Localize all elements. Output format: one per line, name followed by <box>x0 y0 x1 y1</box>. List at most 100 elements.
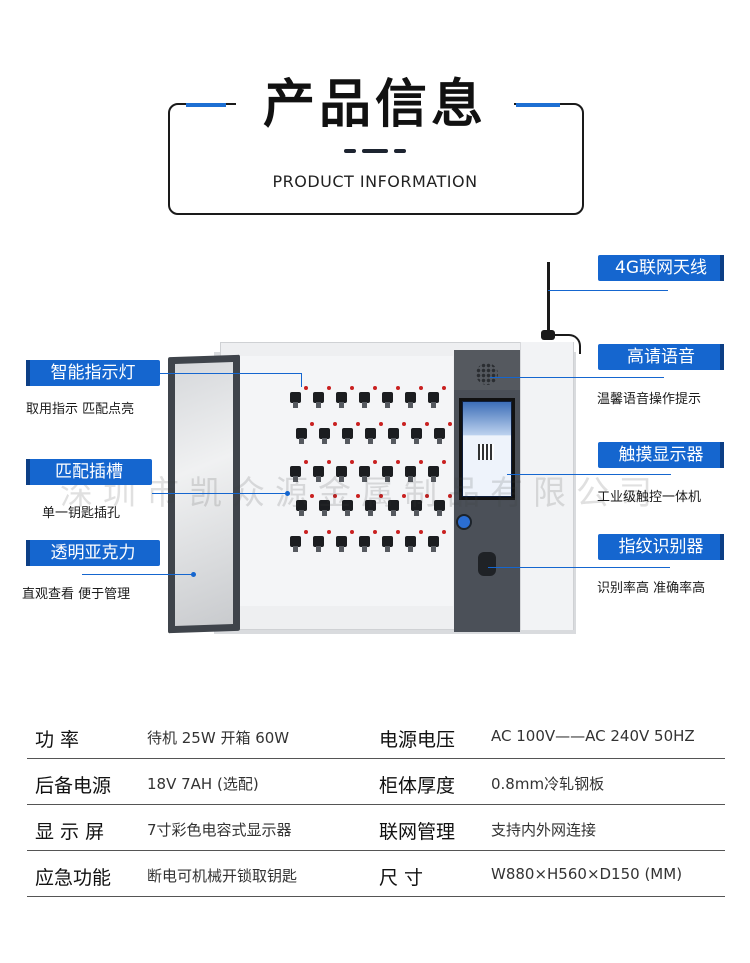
indicator-dot <box>448 422 452 426</box>
spec-value: W880×H560×D150 (MM) <box>491 865 683 883</box>
callout-desc: 单一钥匙插孔 <box>42 506 121 521</box>
watermark: 深圳市凯众源金属制品有限公司 <box>60 473 662 512</box>
title-frame-gap <box>236 80 514 130</box>
key-hook <box>336 536 347 552</box>
key-hook <box>382 536 393 552</box>
callout-label: 触摸显示器 <box>618 445 704 465</box>
key-hook <box>290 536 301 552</box>
callout-touchscreen: 触摸显示器 <box>598 442 724 468</box>
callout-label: 指纹识别器 <box>618 537 704 557</box>
spec-label: 后备电源 <box>35 775 112 797</box>
callout-bar <box>26 459 30 485</box>
callout-bar <box>720 442 724 468</box>
callout-bar <box>26 360 30 386</box>
callout-line <box>160 373 302 374</box>
spec-label: 电源电压 <box>379 729 456 751</box>
indicator-dot <box>442 460 446 464</box>
indicator-dot <box>327 530 331 534</box>
indicator-dot <box>356 494 360 498</box>
key-hook <box>428 392 439 408</box>
callout-endpoint <box>191 572 196 577</box>
key-hook <box>342 428 353 444</box>
indicator-dot <box>350 530 354 534</box>
key-hook <box>336 466 347 482</box>
callout-bar <box>26 540 30 566</box>
antenna-icon <box>547 262 550 338</box>
callout-desc: 工业级触控一体机 <box>597 490 702 505</box>
key-hook <box>382 392 393 408</box>
title-accent-right <box>516 103 560 107</box>
key-hook <box>290 392 301 408</box>
indicator-dot <box>419 460 423 464</box>
indicator-dot <box>304 386 308 390</box>
callout-indicator-light: 智能指示灯 <box>26 360 160 386</box>
indicator-dot <box>350 386 354 390</box>
spec-label: 功 率 <box>35 729 80 751</box>
key-hook <box>365 428 376 444</box>
callout-label: 高请语音 <box>627 347 695 367</box>
spec-row: 应急功能 断电可机械开锁取钥匙 尺 寸 W880×H560×D150 (MM) <box>27 851 725 897</box>
indicator-dot <box>379 494 383 498</box>
indicator-dot <box>396 460 400 464</box>
key-hook <box>342 500 353 516</box>
indicator-dot <box>350 460 354 464</box>
indicator-dot <box>419 530 423 534</box>
callout-voice: 高请语音 <box>598 344 724 370</box>
callout-line <box>152 493 288 494</box>
callout-line <box>507 474 671 475</box>
callout-label: 智能指示灯 <box>50 363 136 383</box>
indicator-dot <box>419 386 423 390</box>
callout-label: 4G联网天线 <box>615 258 707 278</box>
title-dashes <box>0 149 750 153</box>
callout-bar <box>720 255 724 281</box>
key-hook <box>388 500 399 516</box>
fingerprint-reader-icon <box>478 552 496 576</box>
key-hook <box>336 392 347 408</box>
key-hook <box>405 466 416 482</box>
indicator-dot <box>373 460 377 464</box>
indicator-dot <box>442 386 446 390</box>
keyhole-icon <box>456 514 472 530</box>
speaker-icon <box>476 363 498 385</box>
key-hook <box>382 466 393 482</box>
key-hook <box>405 536 416 552</box>
callout-fingerprint: 指纹识别器 <box>598 534 724 560</box>
key-hook <box>296 500 307 516</box>
callout-antenna: 4G联网天线 <box>598 255 724 281</box>
key-hook <box>319 428 330 444</box>
callout-line <box>301 373 302 387</box>
callout-acrylic: 透明亚克力 <box>26 540 160 566</box>
key-hook <box>313 466 324 482</box>
callout-line <box>82 574 194 575</box>
indicator-dot <box>333 494 337 498</box>
indicator-dot <box>327 460 331 464</box>
dash <box>362 149 388 153</box>
cabinet-side <box>520 342 573 630</box>
page-title: 产品信息 <box>262 75 487 135</box>
callout-bar <box>720 534 724 560</box>
indicator-dot <box>310 422 314 426</box>
key-hook <box>428 466 439 482</box>
spec-value: 待机 25W 开箱 60W <box>147 729 290 747</box>
callout-bar <box>720 344 724 370</box>
key-hook <box>411 500 422 516</box>
callout-line <box>490 377 664 378</box>
spec-row: 功 率 待机 25W 开箱 60W 电源电压 AC 100V——AC 240V … <box>27 713 725 759</box>
indicator-dot <box>402 422 406 426</box>
spec-row: 显 示 屏 7寸彩色电容式显示器 联网管理 支持内外网连接 <box>27 805 725 851</box>
dash <box>394 149 406 153</box>
spec-label: 尺 寸 <box>379 867 424 889</box>
callout-desc: 直观查看 便于管理 <box>22 587 131 602</box>
spec-label: 联网管理 <box>379 821 456 843</box>
key-hook <box>434 500 445 516</box>
antenna-cable <box>555 334 581 354</box>
indicator-dot <box>304 530 308 534</box>
spec-value: AC 100V——AC 240V 50HZ <box>491 727 695 745</box>
spec-table: 功 率 待机 25W 开箱 60W 电源电压 AC 100V——AC 240V … <box>27 713 725 897</box>
key-hook <box>319 500 330 516</box>
spec-value: 7寸彩色电容式显示器 <box>147 821 292 839</box>
spec-row: 后备电源 18V 7AH (选配) 柜体厚度 0.8mm冷轧钢板 <box>27 759 725 805</box>
spec-value: 0.8mm冷轧钢板 <box>491 775 605 793</box>
key-hook <box>434 428 445 444</box>
indicator-dot <box>448 494 452 498</box>
